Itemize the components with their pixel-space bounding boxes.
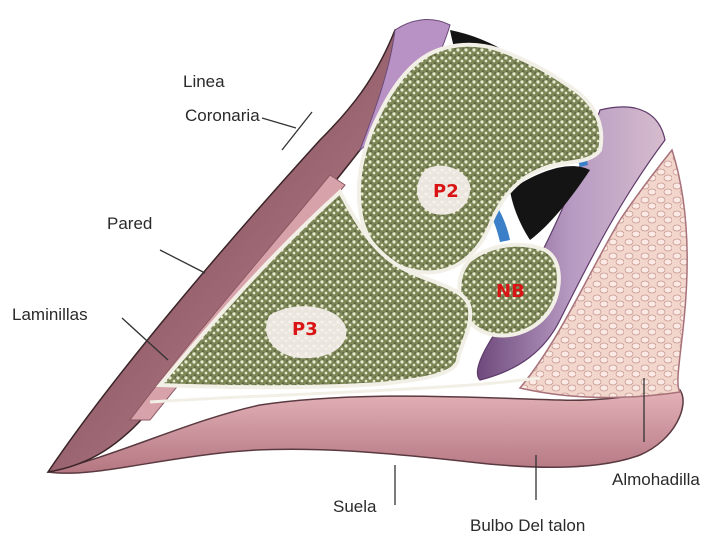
label-almohadilla: Almohadilla [612, 470, 700, 490]
label-laminillas: Laminillas [12, 305, 88, 325]
label-bulbo: Bulbo Del talon [470, 516, 585, 536]
leader-pared [160, 250, 205, 273]
navicular-tag: NB [496, 281, 525, 302]
p3-tag: P3 [292, 319, 318, 340]
leader-coronaria [262, 118, 296, 128]
p2-tag: P2 [433, 181, 459, 202]
label-pared: Pared [107, 214, 152, 234]
leader-coronaria-tick [282, 112, 312, 150]
label-suela: Suela [333, 497, 376, 517]
label-coronaria: Coronaria [185, 106, 260, 126]
label-linea: Linea [183, 72, 225, 92]
